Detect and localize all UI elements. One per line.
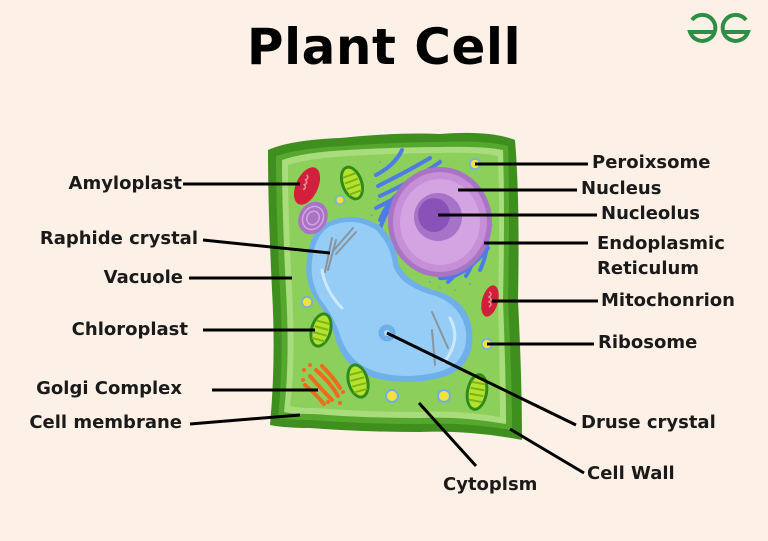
leader-raphide bbox=[202, 238, 331, 255]
label-cell-membrane: Cell membrane bbox=[29, 412, 182, 433]
label-endoplasmic-reticulum-1: Endoplasmic bbox=[597, 233, 725, 254]
label-cell-wall: Cell Wall bbox=[587, 463, 675, 484]
label-mitochondrion: Mitochonrion bbox=[601, 290, 735, 311]
label-cytoplasm: Cytoplsm bbox=[443, 474, 538, 495]
leader-membrane bbox=[189, 413, 301, 426]
label-raphide-crystal: Raphide crystal bbox=[39, 228, 198, 249]
label-golgi-complex: Golgi Complex bbox=[36, 378, 182, 399]
chloroplast bbox=[339, 165, 365, 201]
vacuole bbox=[311, 221, 467, 376]
leader-druse bbox=[386, 331, 577, 427]
amyloplast-disc bbox=[298, 201, 328, 235]
label-nucleus: Nucleus bbox=[581, 178, 662, 199]
amyloplast bbox=[293, 167, 321, 205]
ribosomes bbox=[301, 158, 493, 403]
chloroplast bbox=[465, 373, 489, 411]
page-title: Plant Cell bbox=[246, 18, 522, 76]
mitochondrion bbox=[481, 285, 499, 317]
chloroplast bbox=[309, 312, 333, 348]
leader-cytoplasm bbox=[417, 401, 478, 468]
label-endoplasmic-reticulum-2: Reticulum bbox=[597, 258, 700, 279]
label-amyloplast: Amyloplast bbox=[68, 173, 182, 194]
chloroplast bbox=[346, 363, 370, 399]
leader-cellwall bbox=[509, 427, 585, 475]
label-ribosome: Ribosome bbox=[598, 332, 698, 353]
label-nucleolus: Nucleolus bbox=[601, 203, 700, 224]
golgi-complex bbox=[303, 364, 342, 406]
nucleolus bbox=[418, 198, 450, 232]
label-peroxisome: Peroixsome bbox=[592, 152, 711, 173]
geeksforgeeks-logo-icon bbox=[687, 12, 751, 43]
label-chloroplast: Chloroplast bbox=[71, 319, 188, 340]
raphide-crystal bbox=[324, 227, 357, 273]
label-vacuole: Vacuole bbox=[103, 267, 183, 288]
label-druse-crystal: Druse crystal bbox=[581, 412, 716, 433]
